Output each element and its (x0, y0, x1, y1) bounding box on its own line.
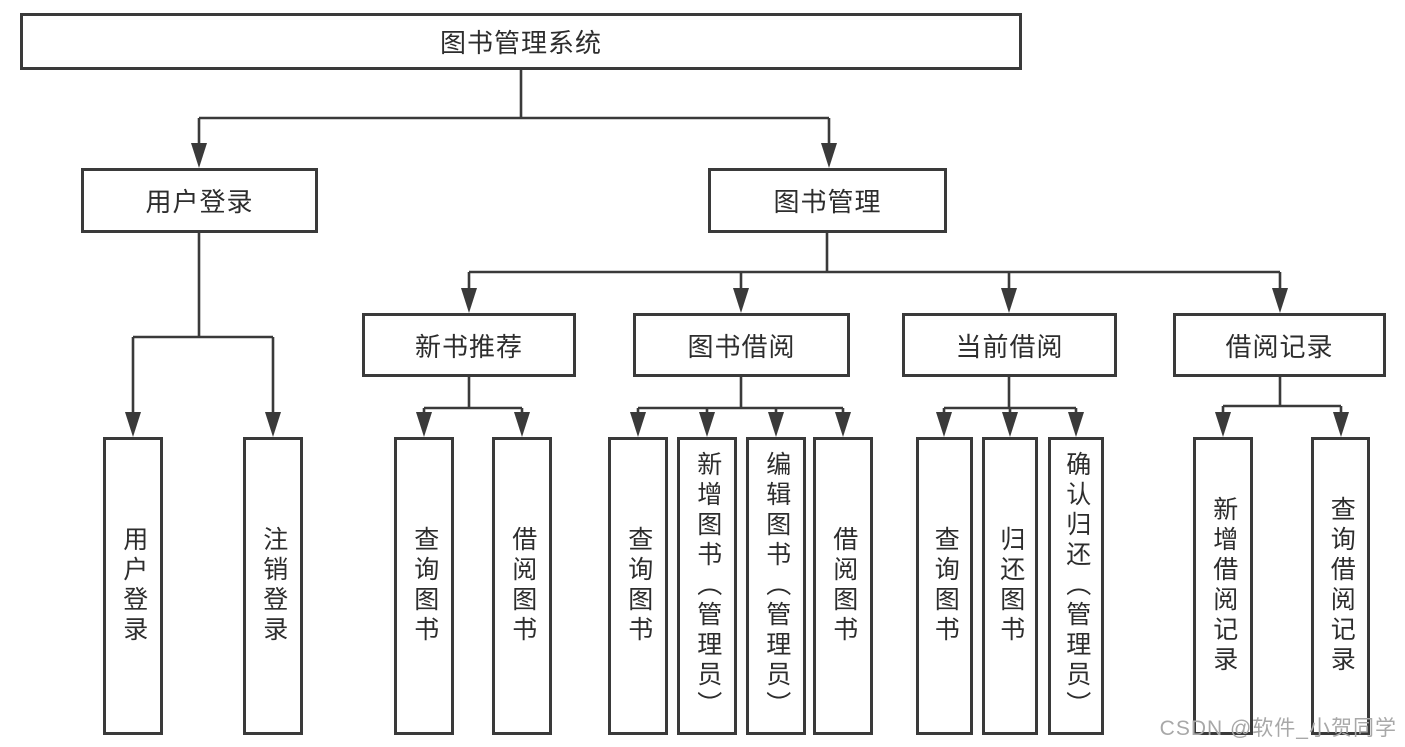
leaf-return-books: 归还图书 (982, 437, 1038, 735)
connector-book-borrow-subtree (636, 377, 845, 416)
connector-borrow-records-subtree (1221, 377, 1343, 416)
connector-book-mgmt-to-level3 (467, 233, 1282, 292)
arrowheads-current-borrow-children (936, 412, 1084, 437)
leaf-user-login-label: 用户登录 (119, 526, 148, 646)
leaf-recommend-query-books: 查询图书 (394, 437, 454, 735)
leaf-current-query-books-label: 查询图书 (931, 526, 960, 646)
leaf-recommend-borrow-books-label: 借阅图书 (508, 526, 537, 646)
arrowheads-level2 (191, 143, 837, 168)
leaf-add-books-admin: 新增图书（管理员） (677, 437, 737, 735)
node-borrow-records: 借阅记录 (1173, 313, 1386, 377)
node-user-login-label: 用户登录 (145, 187, 254, 217)
leaf-borrow-books: 借阅图书 (813, 437, 873, 735)
leaf-borrow-query-books-label: 查询图书 (624, 526, 653, 646)
leaf-add-borrow-record-label: 新增借阅记录 (1209, 496, 1238, 676)
node-user-login: 用户登录 (81, 168, 318, 233)
leaf-query-borrow-record: 查询借阅记录 (1311, 437, 1370, 735)
connector-current-borrow-subtree (942, 377, 1078, 416)
leaf-add-borrow-record: 新增借阅记录 (1193, 437, 1253, 735)
node-book-management-label: 图书管理 (773, 187, 882, 217)
node-root-system: 图书管理系统 (20, 13, 1022, 70)
arrowheads-borrow-records-children (1215, 412, 1349, 437)
node-book-management: 图书管理 (708, 168, 947, 233)
leaf-edit-books-admin: 编辑图书（管理员） (746, 437, 806, 735)
csdn-watermark: CSDN @软件_小贺同学 (1159, 717, 1397, 740)
leaf-confirm-return-admin-label: 确认归还（管理员） (1062, 451, 1091, 721)
leaf-current-query-books: 查询图书 (916, 437, 973, 735)
leaf-logout-label: 注销登录 (259, 526, 288, 646)
leaf-borrow-query-books: 查询图书 (608, 437, 668, 735)
node-borrow-records-label: 借阅记录 (1225, 331, 1334, 362)
node-book-borrow-label: 图书借阅 (687, 331, 796, 362)
arrowheads-new-book-children (416, 412, 530, 437)
node-new-book-recommend: 新书推荐 (362, 313, 576, 377)
leaf-recommend-query-books-label: 查询图书 (410, 526, 439, 646)
arrowheads-level3 (461, 288, 1288, 313)
leaf-user-login: 用户登录 (103, 437, 163, 735)
connector-root-to-level2 (197, 70, 831, 146)
leaf-edit-books-admin-label: 编辑图书（管理员） (762, 451, 791, 721)
leaf-query-borrow-record-label: 查询借阅记录 (1327, 496, 1356, 676)
leaf-borrow-books-label: 借阅图书 (829, 526, 858, 646)
arrowheads-user-login-children (125, 412, 281, 437)
node-current-borrow: 当前借阅 (902, 313, 1117, 377)
leaf-recommend-borrow-books: 借阅图书 (492, 437, 552, 735)
node-book-borrow: 图书借阅 (633, 313, 850, 377)
node-current-borrow-label: 当前借阅 (955, 331, 1064, 362)
node-root-system-label: 图书管理系统 (439, 28, 602, 58)
connector-user-login-subtree (131, 233, 275, 416)
node-new-book-recommend-label: 新书推荐 (414, 331, 523, 362)
leaf-confirm-return-admin: 确认归还（管理员） (1048, 437, 1104, 735)
leaf-add-books-admin-label: 新增图书（管理员） (693, 451, 722, 721)
leaf-logout: 注销登录 (243, 437, 303, 735)
arrowheads-book-borrow-children (630, 412, 851, 437)
leaf-return-books-label: 归还图书 (996, 526, 1025, 646)
connector-new-book-subtree (422, 377, 524, 416)
